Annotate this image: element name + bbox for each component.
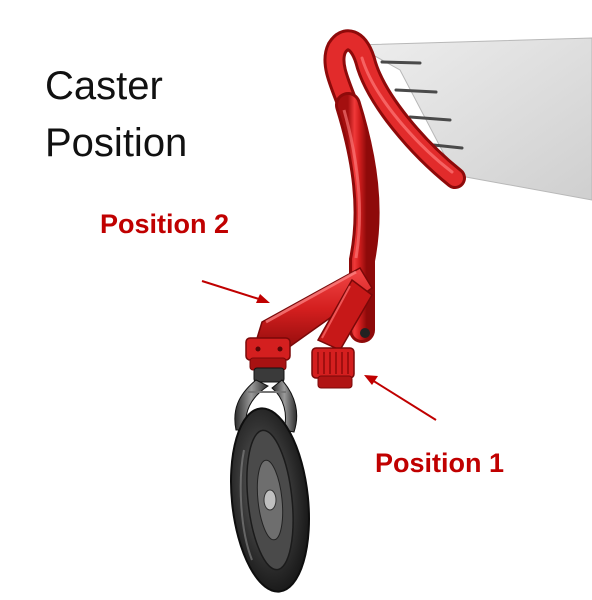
title-line-position: Position: [45, 121, 188, 165]
frame-upper-tube: [323, 29, 466, 189]
position-1-mount: [311, 347, 355, 389]
callout-position-1: Position 1: [375, 448, 505, 478]
callout-position-2: Position 2: [100, 209, 230, 239]
tube-end-cap: [360, 328, 370, 338]
caster-wheel: [230, 407, 310, 593]
wheel-hub: [263, 489, 277, 511]
title-line-caster: Caster: [45, 64, 163, 108]
arrow-position-1: [364, 375, 437, 421]
position-2-mount: [245, 337, 291, 371]
arrow-position-2: [201, 280, 270, 303]
frame-down-tube: [335, 92, 380, 343]
